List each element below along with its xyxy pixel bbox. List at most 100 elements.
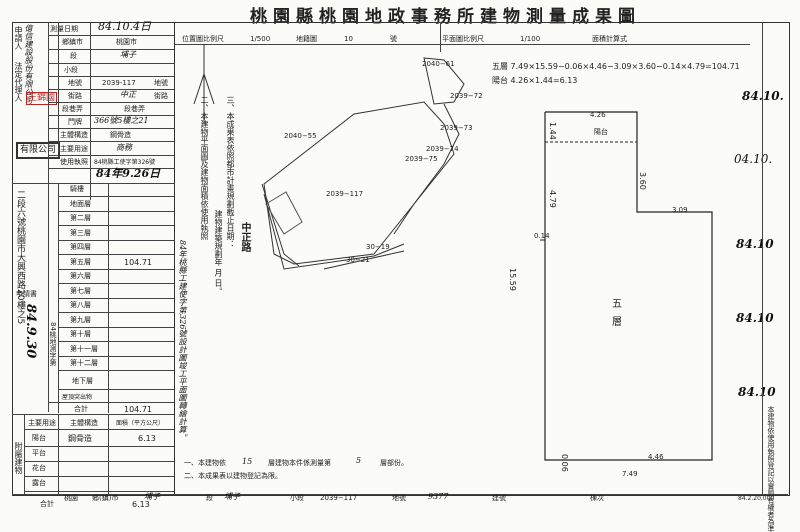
footer-section2: 埔子 — [224, 492, 240, 501]
footer-version: 84.2.20,000 — [738, 495, 775, 502]
form-frame — [12, 22, 790, 496]
parcel-2039-73: 2039−73 — [440, 124, 473, 132]
section-label: 段 — [70, 52, 77, 60]
site-plan — [193, 44, 465, 270]
number-label: 門牌 — [68, 118, 82, 126]
annex-area: 6.13 — [138, 434, 156, 443]
floor-row-line — [58, 239, 174, 241]
lot-suffix: 地號 — [154, 79, 168, 87]
applicant-name: 億信建設股份有限公司 — [24, 24, 33, 104]
footer-subsection: 小段 — [290, 494, 304, 502]
side-note-3: 三、本成果表依照都市計畫規劃截止日期： — [226, 96, 235, 248]
city-label: 鄉鎮市 — [62, 38, 83, 46]
lane-label: 段巷弄 — [62, 105, 83, 113]
note-1-floors: 15 — [242, 457, 253, 466]
annex-row-line — [24, 461, 174, 462]
application-number: 84桃地測字第 — [49, 322, 57, 366]
lot-map-suffix: 號 — [390, 35, 397, 43]
dim-4-79: 4.79 — [548, 190, 557, 208]
stamp-2: 04.10. — [734, 152, 773, 166]
use-label: 主要用途 — [60, 145, 88, 153]
floor-row-line — [58, 283, 174, 284]
floor-label: 第十一層 — [70, 344, 98, 353]
floor-label: 地面層 — [70, 199, 91, 208]
annex-group-label: 附屬建物 — [14, 442, 23, 474]
parcel-2039-74: 2039−74 — [426, 145, 459, 153]
dim-3-60: 3.60 — [638, 172, 647, 190]
roof-label: 屋頂突出物 — [62, 394, 93, 401]
left-form-panel: 申請人 法定代理人 億信建設股份有限公司 王錦國 有限公司 測量日期 84.10… — [12, 21, 175, 509]
floor-row-line — [58, 312, 174, 313]
house-number: 366號5樓之21 — [94, 116, 149, 125]
position-scale-label: 位置圖比例尺 — [182, 35, 224, 43]
footer-lot-label: 地號 — [392, 494, 406, 502]
fifth-floor-label-2: 層 — [612, 317, 622, 328]
subsection-label: 小段 — [64, 66, 78, 74]
floor-row-line — [58, 297, 174, 299]
side-note-2b: 84年桃縣工建使字第326號設計圖竣工平面圖轉繪計算。 — [178, 240, 187, 442]
parcel-2040-61: 2040−61 — [422, 60, 455, 68]
annex-name: 露台 — [32, 479, 46, 487]
city: 桃園市 — [116, 38, 137, 46]
application-date: 84.9.30 — [23, 304, 38, 359]
floor-label: 第五層 — [70, 257, 91, 266]
annex-name: 花台 — [32, 464, 46, 472]
fifth-floor-area: 104.71 — [124, 258, 152, 267]
lot-map-no: 10 — [344, 35, 353, 43]
floor-label: 第四層 — [70, 243, 91, 251]
applicant-label: 申請人 — [14, 26, 23, 50]
note-1-end: 層部份。 — [380, 459, 408, 467]
floor-label: 第十二層 — [70, 359, 98, 367]
parcel-2040-55: 2040−55 — [284, 132, 317, 140]
stamp-5: 84.10 — [738, 385, 776, 399]
footer-building-label: 建號 — [492, 494, 506, 502]
road-label-map: 中正路 — [239, 222, 250, 252]
parcel-30-19: 30−19 — [366, 243, 390, 251]
footer-building-no: 9377 — [428, 492, 449, 501]
balcony-label: 陽台 — [594, 128, 608, 136]
floor-row-line — [58, 341, 174, 342]
annex-col2: 主體構造 — [70, 419, 98, 427]
floor-label: 第二層 — [70, 214, 91, 222]
annex-row-line — [24, 476, 174, 477]
dim-1-44: 1.44 — [548, 122, 557, 140]
floor-plan — [540, 111, 713, 461]
floor-row-line — [58, 210, 174, 212]
road-label: 街路 — [68, 92, 82, 100]
annex-total-label: 合計 — [40, 500, 54, 508]
parcel-30-21: 30−21 — [346, 256, 370, 264]
annex-name: 陽台 — [32, 434, 46, 442]
position-scale: 1/500 — [250, 35, 271, 43]
annex-name: 平台 — [32, 449, 46, 457]
dim-15-59: 15.59 — [508, 268, 517, 291]
address-vertical: 二段六號桃園市大興西路20樓之5 — [15, 190, 25, 325]
dim-7-49: 7.49 — [622, 470, 638, 478]
floor-label: 第三層 — [70, 228, 91, 237]
note-1: 一、本建物依 — [184, 459, 226, 467]
side-note-2: 二、本建物平面圖及建物面積依使用執照 — [200, 96, 209, 240]
footer-section-hand: 埔子 — [144, 492, 160, 501]
area-calc-label: 面積計算式 — [592, 35, 627, 43]
dim-0-14: 0.14 — [534, 232, 550, 240]
parcel-2039-72: 2039−72 — [450, 92, 483, 100]
road-suffix: 街路 — [154, 92, 168, 100]
parcel-2039-75: 2039−75 — [405, 155, 438, 163]
floors-total: 104.71 — [124, 405, 152, 414]
basement-label: 地下層 — [72, 377, 93, 385]
license-date: 84年9.26日 — [96, 167, 161, 180]
agent-seal: 王錦國 — [26, 92, 58, 105]
footer-city: 桃園 — [64, 494, 78, 502]
floor-row-line — [58, 196, 174, 197]
floor-label: 第八層 — [70, 301, 91, 309]
note-1-middle: 層建物本件係測量第 — [268, 459, 331, 467]
annex-struct: 鋼骨造 — [68, 434, 92, 443]
formula-fifth: 五層 7.49×15.59−0.06×4.46−3.09×3.60−0.14×4… — [492, 62, 740, 71]
annex-col1: 主要用途 — [28, 419, 56, 427]
floor-row-line — [58, 355, 174, 357]
lot: 2039-117 — [102, 79, 136, 87]
structure-label: 主體構造 — [60, 131, 88, 139]
legal-rep-label: 法定代理人 — [14, 62, 23, 102]
plan-scale: 1/100 — [520, 35, 541, 43]
stamp-3: 84.10 — [736, 237, 774, 251]
dim-4-26: 4.26 — [590, 111, 606, 119]
